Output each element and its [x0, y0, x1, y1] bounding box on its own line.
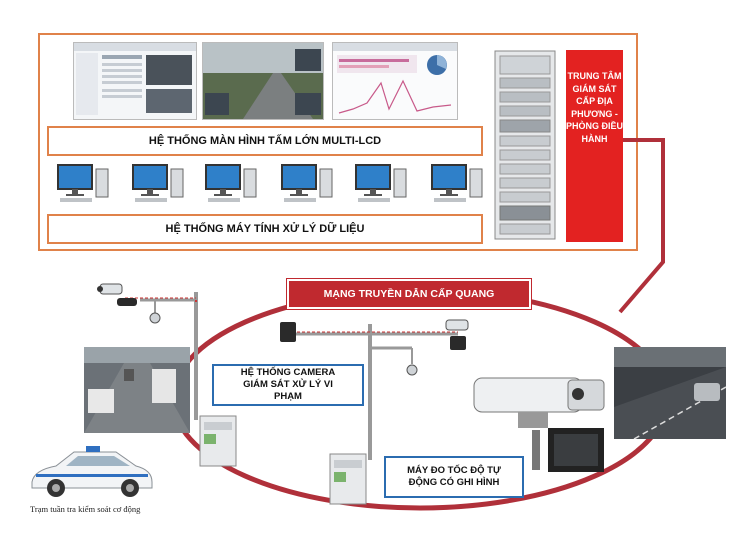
- lcd-screen-road-camera: [202, 42, 324, 120]
- dashboard-screenshot-icon: [74, 43, 196, 115]
- computer-4: [280, 163, 336, 203]
- desktop-computer-icon: [431, 164, 483, 202]
- desktop-computer-icon: [57, 164, 109, 202]
- computer-2: [131, 163, 187, 203]
- highway-photo-left: [84, 347, 190, 433]
- highway-photo-right: [614, 347, 726, 439]
- dome-camera-icon: [406, 364, 418, 376]
- control-cabinet-icon: [329, 453, 367, 505]
- patrol-station-caption: Trạm tuần tra kiểm soát cơ động: [30, 504, 141, 514]
- computer-6: [430, 163, 486, 203]
- network-label-box: MẠNG TRUYỀN DẪN CẤP QUANG: [287, 279, 531, 309]
- speed-camera-icon: [473, 377, 605, 472]
- computer-3: [204, 163, 260, 203]
- camera-system-label-box: HỆ THỐNG CAMERA GIÁM SÁT XỬ LÝ VI PHẠM: [212, 364, 364, 406]
- patrol-car: [26, 444, 156, 500]
- control-center-panel: TRUNG TÂM GIÁM SÁT CẤP ĐỊA PHƯƠNG - PHÒN…: [566, 50, 623, 242]
- bullet-camera-icon: [280, 322, 296, 342]
- fiber-uplink-line: [618, 138, 665, 314]
- lcd-screen-dashboard: [73, 42, 197, 120]
- control-center-label: TRUNG TÂM GIÁM SÁT CẤP ĐỊA PHƯƠNG - PHÒN…: [566, 71, 624, 144]
- bullet-camera-icon: [450, 336, 466, 350]
- network-label: MẠNG TRUYỀN DẪN CẤP QUANG: [323, 288, 495, 300]
- desktop-computer-icon: [132, 164, 184, 202]
- lcd-screen-analytics: [332, 42, 458, 120]
- roadside-cabinet-center: [328, 452, 368, 506]
- highway-traffic-photo-icon: [84, 347, 190, 433]
- desktop-computer-icon: [281, 164, 333, 202]
- multi-lcd-label-box: HỆ THỐNG MÀN HÌNH TẤM LỚN MULTI-LCD: [47, 126, 483, 156]
- control-cabinet-icon: [199, 415, 237, 467]
- speed-device-label-box: MÁY ĐO TỐC ĐỘ TỰ ĐỘNG CÓ GHI HÌNH: [384, 456, 524, 498]
- police-car-icon: [31, 446, 153, 497]
- computers-label: HỆ THỐNG MÁY TÍNH XỬ LÝ DỮ LIỆU: [165, 223, 365, 235]
- speed-device-label: MÁY ĐO TỐC ĐỘ TỰ ĐỘNG CÓ GHI HÌNH: [407, 465, 501, 488]
- road-camera-feed-icon: [203, 43, 323, 119]
- bullet-camera-icon: [117, 298, 137, 306]
- bullet-camera-icon: [445, 319, 469, 331]
- computer-1: [56, 163, 112, 203]
- desktop-computer-icon: [355, 164, 407, 202]
- analytics-chart-icon: [333, 43, 457, 114]
- bullet-camera-icon: [97, 283, 123, 295]
- computers-label-box: HỆ THỐNG MÁY TÍNH XỬ LÝ DỮ LIỆU: [47, 214, 483, 244]
- dome-camera-icon: [149, 312, 161, 324]
- desktop-computer-icon: [205, 164, 257, 202]
- multi-lcd-label: HỆ THỐNG MÀN HÌNH TẤM LỚN MULTI-LCD: [148, 135, 382, 147]
- server-rack: [494, 50, 556, 240]
- computer-5: [354, 163, 410, 203]
- speed-camera: [466, 372, 612, 480]
- server-rack-icon: [494, 50, 556, 240]
- camera-system-label: HỆ THỐNG CAMERA GIÁM SÁT XỬ LÝ VI PHẠM: [240, 367, 336, 402]
- roadside-cabinet-left: [198, 414, 238, 468]
- highway-night-photo-icon: [614, 347, 726, 439]
